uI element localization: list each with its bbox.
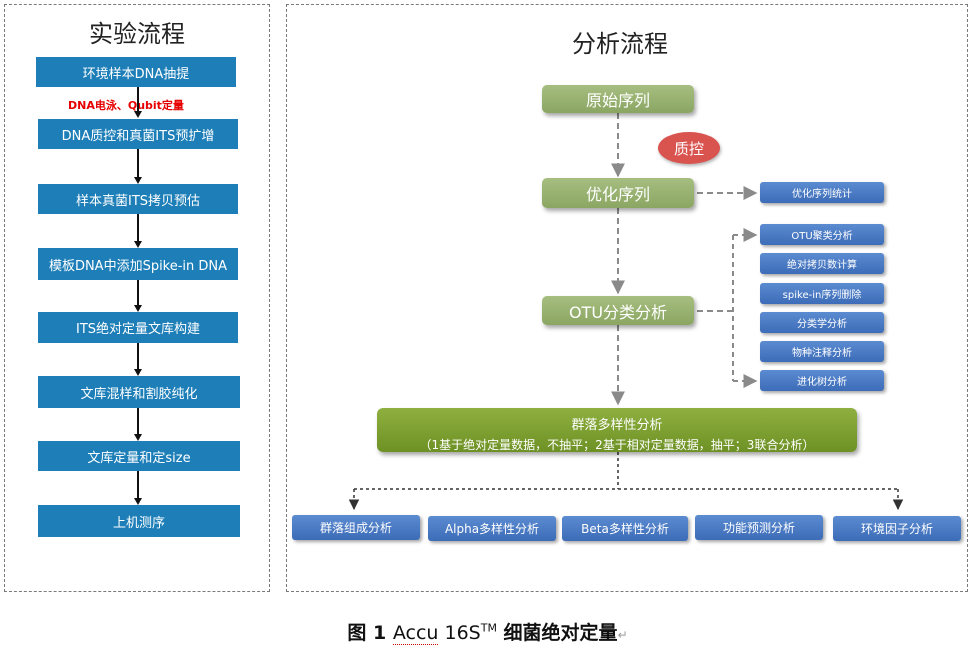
- caption-return-mark: ↵: [617, 628, 628, 642]
- step-its-estimate: 样本真菌ITS拷贝预估: [38, 184, 238, 214]
- otu-analysis-node: OTU分类分析: [542, 296, 694, 325]
- arrow-line-4: [137, 280, 139, 305]
- caption-accu: Accu: [392, 622, 439, 645]
- spike-in-remove-node: spike-in序列删除: [760, 283, 884, 304]
- function-prediction-node: 功能预测分析: [695, 515, 823, 540]
- diversity-node: 群落多样性分析 （1基于绝对定量数据，不抽平；2基于相对定量数据，抽平；3联合分…: [377, 408, 857, 452]
- species-annotation-node: 物种注释分析: [760, 341, 884, 362]
- arrow-head-6: [134, 434, 142, 441]
- environment-factor-node: 环境因子分析: [833, 516, 961, 541]
- step-spike-in: 模板DNA中添加Spike-in DNA: [38, 248, 238, 280]
- experiment-panel: [4, 4, 270, 592]
- diversity-title: 群落多样性分析: [571, 418, 663, 433]
- arrow-head-7: [134, 498, 142, 505]
- taxonomy-node: 分类学分析: [760, 312, 884, 333]
- opt-stat-node: 优化序列统计: [760, 182, 884, 203]
- arrow-line-7: [137, 471, 139, 498]
- arrow-head-3: [134, 241, 142, 248]
- arrow-line-2: [137, 149, 139, 177]
- arrow-line-1: [137, 87, 139, 111]
- qc-note: DNA电泳、Qubit定量: [68, 99, 184, 112]
- raw-sequence-node: 原始序列: [542, 85, 694, 113]
- arrow-line-6: [137, 408, 139, 434]
- step-mix-purify: 文库混样和割胶纯化: [38, 376, 240, 408]
- alpha-diversity-node: Alpha多样性分析: [428, 516, 556, 541]
- experiment-title: 实验流程: [89, 20, 185, 48]
- step-library-build: ITS绝对定量文库构建: [38, 312, 238, 343]
- qc-badge: 质控: [658, 132, 720, 164]
- arrow-head-4: [134, 305, 142, 312]
- figure-caption: 图 1 Accu 16STM 细菌绝对定量↵: [0, 618, 975, 645]
- abs-copy-node: 绝对拷贝数计算: [760, 253, 884, 274]
- step-dna-extraction: 环境样本DNA抽提: [36, 57, 236, 87]
- diversity-subtitle: （1基于绝对定量数据，不抽平；2基于相对定量数据，抽平；3联合分析）: [419, 438, 815, 452]
- step-quant-size: 文库定量和定size: [38, 441, 240, 471]
- arrow-line-3: [137, 214, 139, 241]
- optimized-sequence-node: 优化序列: [542, 178, 694, 208]
- beta-diversity-node: Beta多样性分析: [562, 516, 688, 541]
- arrow-head-1: [134, 111, 142, 118]
- caption-title: 细菌绝对定量: [496, 622, 618, 644]
- caption-16s: 16S: [438, 622, 481, 644]
- caption-tm: TM: [480, 621, 497, 635]
- arrow-head-5: [134, 369, 142, 376]
- community-composition-node: 群落组成分析: [292, 515, 420, 540]
- step-sequencing: 上机测序: [38, 505, 240, 537]
- phylo-tree-node: 进化树分析: [760, 370, 884, 391]
- caption-prefix: 图 1: [347, 622, 393, 644]
- analysis-panel: [286, 4, 968, 592]
- analysis-title: 分析流程: [572, 30, 668, 58]
- step-dna-qc: DNA质控和真菌ITS预扩增: [38, 119, 238, 149]
- otu-cluster-node: OTU聚类分析: [760, 224, 884, 245]
- arrow-line-5: [137, 343, 139, 369]
- arrow-head-2: [134, 177, 142, 184]
